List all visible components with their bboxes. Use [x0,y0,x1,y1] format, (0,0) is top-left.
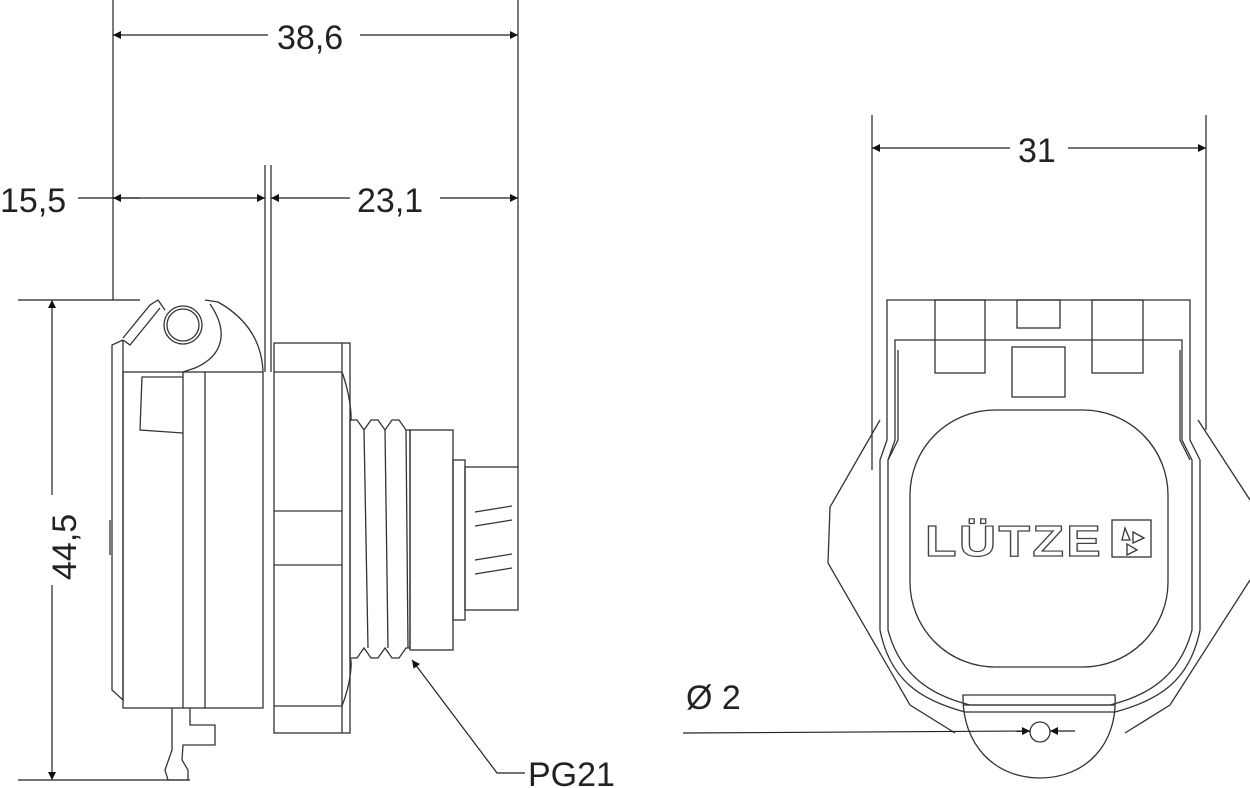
dimension-rear-depth: 23,1 [357,182,423,220]
thread-label: PG21 [528,756,615,788]
thread-line [405,429,409,649]
collar [409,429,454,651]
contact-pins [474,505,513,575]
cover-outline [879,299,1201,713]
cover-edge [887,350,1191,461]
pin-housing [464,466,519,611]
body-front [111,339,124,702]
bottom-hook [164,708,216,781]
top-tab-left [934,299,986,374]
logo-mark-icon [1111,519,1152,558]
thread-leader [411,659,525,774]
lutze-logo: LÜTZE [924,516,1152,567]
diameter-leader [682,727,1031,736]
hinge-pin-inner [166,308,200,342]
thread [349,419,411,659]
nut-outline [827,419,1250,734]
cap-outline [122,299,264,373]
step [452,459,466,621]
logo-arrows-icon [1121,525,1146,557]
cap-hinge [122,303,222,373]
thread-line [384,429,389,649]
latch-tab [139,376,184,434]
dimension-height: 44,5 [46,514,84,580]
center-square [1011,346,1066,398]
diameter-label: Ø 2 [686,679,741,717]
svg-text:LÜTZE: LÜTZE [925,517,1103,566]
dimension-overall-length: 38,6 [277,19,343,57]
body [122,371,264,709]
dimension-front-depth: 15,5 [0,182,66,220]
side-view: 38,6 15,5 23,1 44,5 [0,0,615,788]
cover-tab [962,694,1116,779]
dimension-width: 31 [1018,132,1056,170]
top-tab-right [1091,299,1144,374]
thread-line [363,429,369,649]
front-view: 31 LÜTZE Ø 2 [682,115,1250,779]
window [909,409,1169,668]
top-slot [1016,299,1061,329]
mounting-hole [1029,721,1051,743]
hinge-pin [163,305,203,345]
nut [273,342,351,734]
